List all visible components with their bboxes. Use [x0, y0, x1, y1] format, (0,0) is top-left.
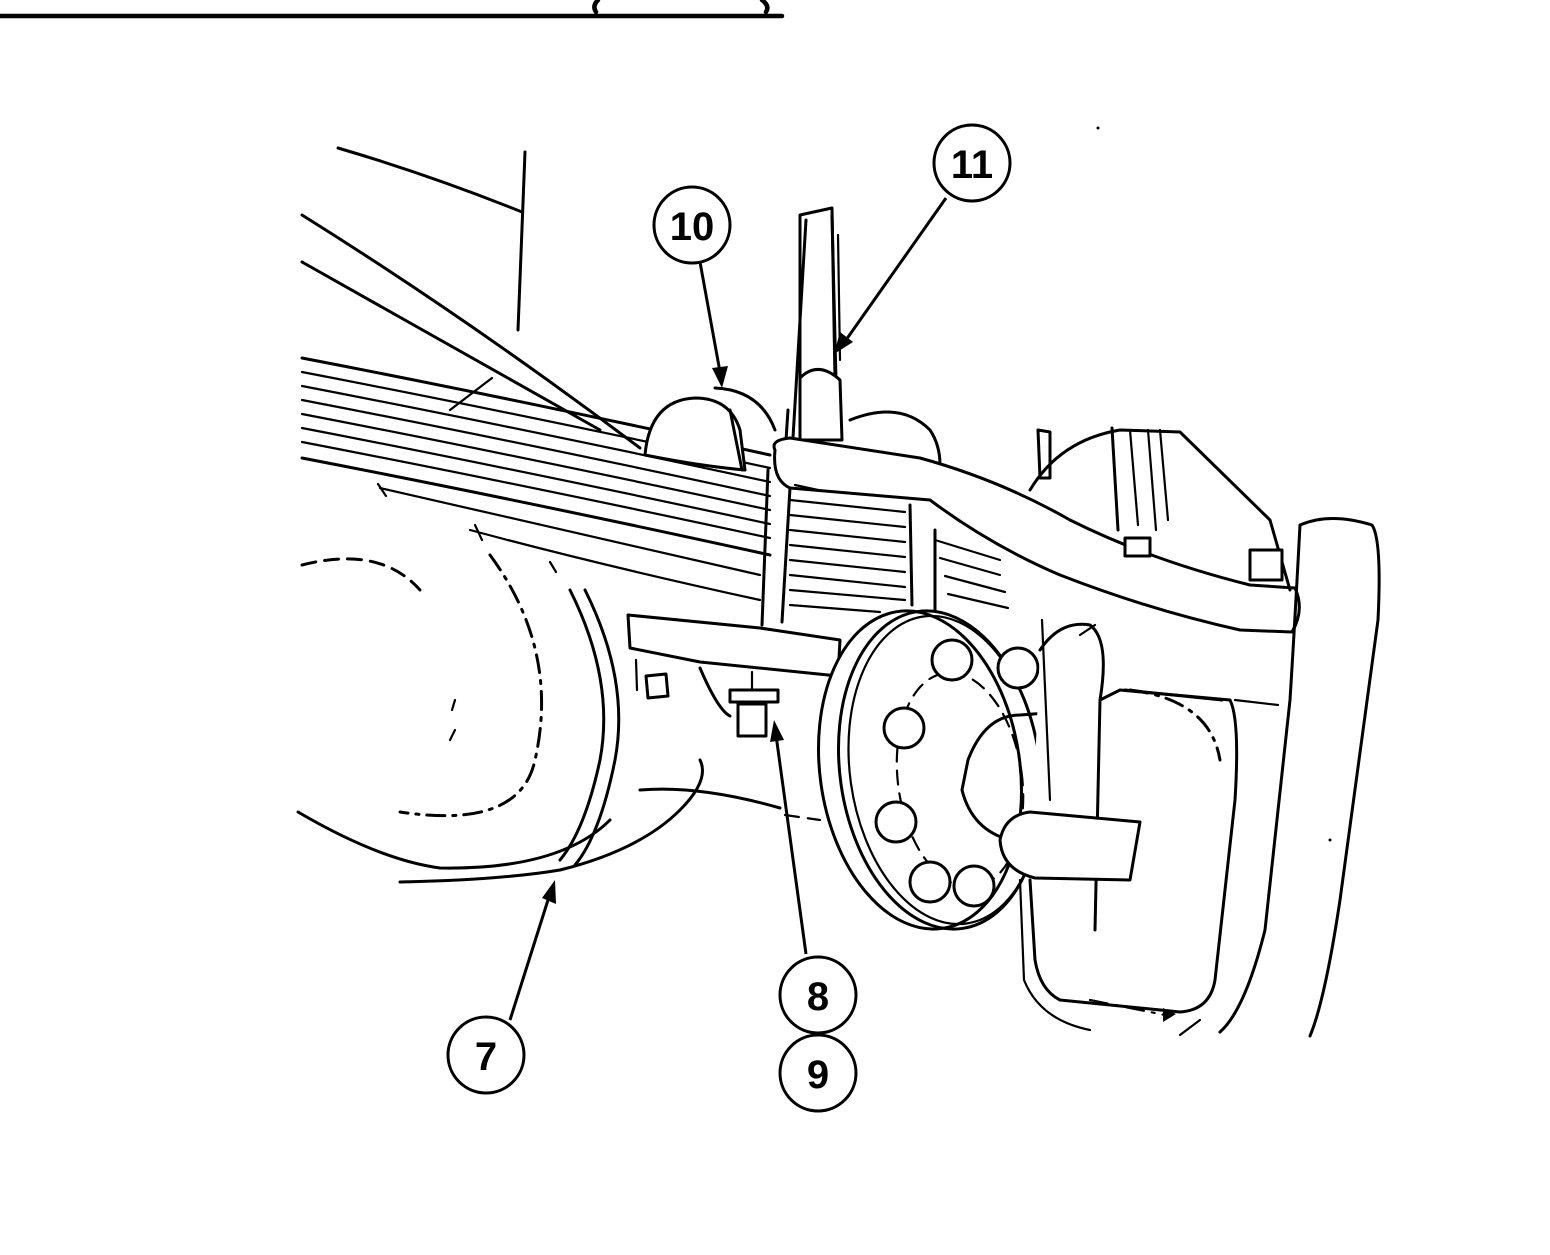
u-bolt — [760, 206, 844, 627]
frame-rail — [300, 146, 642, 450]
callout-7: 7 — [446, 1015, 526, 1095]
dot-marker — [1096, 126, 1100, 130]
header-rule — [0, 0, 785, 19]
axle-housing — [296, 553, 822, 884]
callout-8-label: 8 — [807, 975, 829, 1019]
torque-rod — [772, 436, 1301, 634]
leaf-spring — [300, 356, 1010, 614]
leader-lines — [508, 197, 948, 1021]
callout-9: 9 — [778, 1033, 858, 1113]
callout-7-label: 7 — [475, 1035, 497, 1079]
callout-8: 8 — [778, 955, 858, 1035]
spring-bumper — [643, 386, 942, 472]
callout-9-label: 9 — [807, 1053, 829, 1097]
spring-seat-plate — [626, 613, 842, 738]
dot-marker — [1328, 838, 1332, 842]
brake-drum — [998, 426, 1381, 1038]
callout-10: 10 — [652, 185, 732, 265]
hub-flange — [817, 609, 1062, 931]
callout-10-label: 10 — [670, 205, 715, 249]
callout-11: 11 — [932, 123, 1012, 203]
callout-11-label: 11 — [951, 143, 993, 187]
